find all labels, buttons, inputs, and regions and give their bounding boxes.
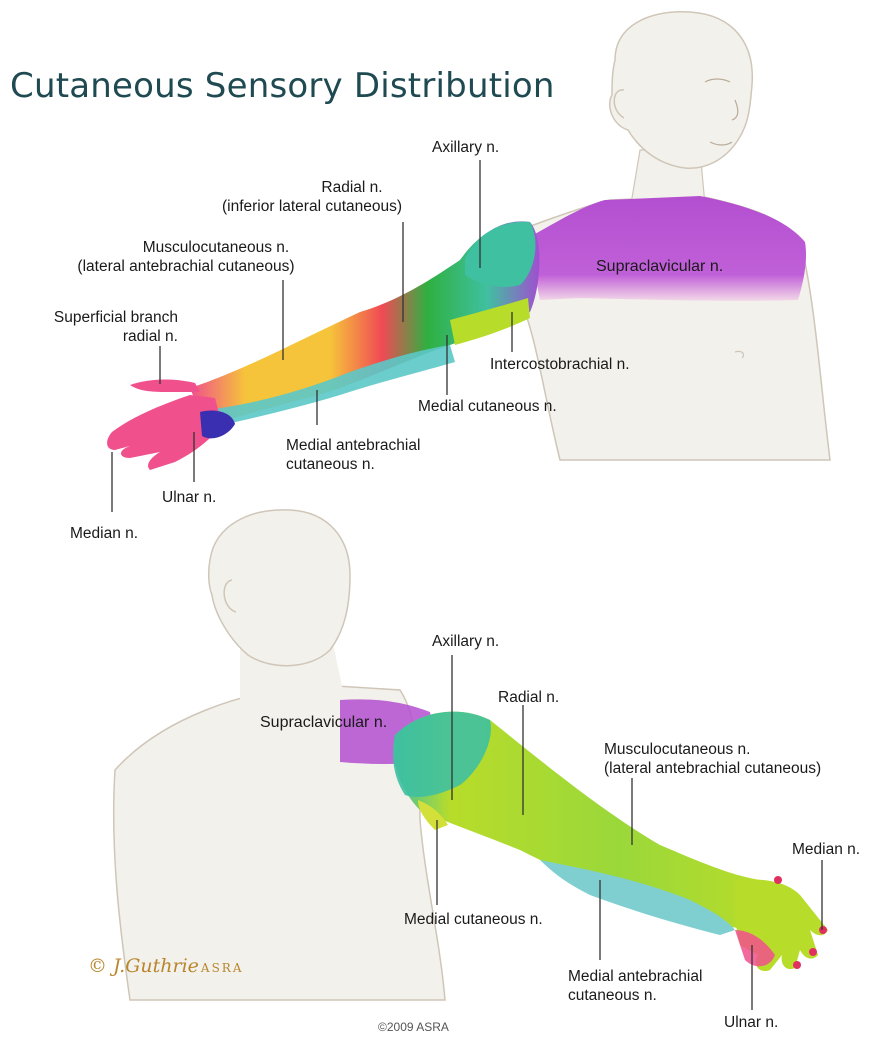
leader-lines bbox=[111, 160, 823, 1010]
label-anterior-axillary: Axillary n. bbox=[432, 139, 500, 156]
label-posterior-medial-cutaneous: Medial cutaneous n. bbox=[404, 911, 543, 928]
label-posterior-medial-antebrachial-line2: cutaneous n. bbox=[568, 987, 657, 1004]
label-anterior-ulnar: Ulnar n. bbox=[162, 489, 217, 506]
label-posterior-median: Median n. bbox=[792, 841, 861, 858]
label-posterior-medial-antebrachial: Medial antebrachial cutaneous n. bbox=[568, 967, 702, 1005]
posterior-body bbox=[112, 509, 446, 1001]
label-anterior-radial: Radial n. (inferior lateral cutaneous) bbox=[192, 178, 432, 216]
copyright-text: ©2009 ASRA bbox=[378, 1020, 449, 1034]
label-anterior-superficial-radial-line2: radial n. bbox=[122, 328, 178, 345]
diagram-title: Cutaneous Sensory Distribution bbox=[10, 66, 555, 106]
label-anterior-medial-cutaneous: Medial cutaneous n. bbox=[418, 398, 557, 415]
anterior-supraclavicular-region bbox=[528, 196, 807, 301]
label-posterior-supraclavicular: Supraclavicular n. bbox=[260, 714, 388, 731]
label-posterior-radial: Radial n. bbox=[498, 689, 560, 706]
label-posterior-musculocutaneous-line1: Musculocutaneous n. bbox=[604, 741, 751, 758]
label-anterior-radial-line2: (inferior lateral cutaneous) bbox=[221, 198, 403, 215]
label-anterior-musculocutaneous: Musculocutaneous n. (lateral antebrachia… bbox=[36, 238, 336, 276]
label-anterior-medial-antebrachial: Medial antebrachial cutaneous n. bbox=[286, 436, 420, 474]
anterior-arm bbox=[107, 221, 540, 470]
label-anterior-radial-line1: Radial n. bbox=[321, 179, 383, 196]
label-posterior-musculocutaneous: Musculocutaneous n. (lateral antebrachia… bbox=[604, 740, 821, 778]
posterior-arm bbox=[393, 711, 828, 972]
label-anterior-medial-antebrachial-line2: cutaneous n. bbox=[286, 456, 375, 473]
label-anterior-medial-antebrachial-line1: Medial antebrachial bbox=[286, 437, 421, 454]
label-posterior-musculocutaneous-line2: (lateral antebrachial cutaneous) bbox=[604, 760, 822, 777]
label-posterior-axillary: Axillary n. bbox=[432, 633, 500, 650]
label-posterior-ulnar: Ulnar n. bbox=[724, 1014, 779, 1031]
label-anterior-median: Median n. bbox=[70, 525, 139, 542]
label-posterior-medial-antebrachial-line1: Medial antebrachial bbox=[568, 968, 703, 985]
label-anterior-supraclavicular: Supraclavicular n. bbox=[596, 258, 724, 275]
label-anterior-superficial-radial-line1: Superficial branch bbox=[53, 309, 178, 326]
label-anterior-musculocutaneous-line1: Musculocutaneous n. bbox=[142, 239, 290, 256]
label-anterior-superficial-radial: Superficial branch radial n. bbox=[20, 308, 178, 346]
label-anterior-musculocutaneous-line2: (lateral antebrachial cutaneous) bbox=[77, 258, 295, 275]
label-anterior-intercostobrachial: Intercostobrachial n. bbox=[490, 356, 630, 373]
